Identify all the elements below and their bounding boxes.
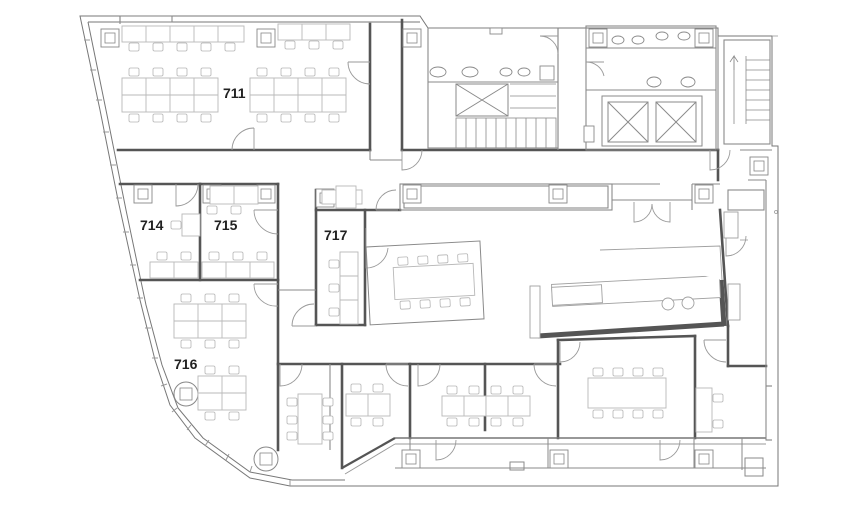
room-label-717: 717 (324, 227, 348, 243)
room-716-furniture (173, 293, 247, 421)
elevator-shafts (455, 83, 703, 147)
room-717-furniture (321, 185, 363, 325)
stairs (455, 54, 770, 149)
room-label-711: 711 (223, 85, 246, 101)
door-swings (175, 35, 747, 461)
room-label-716: 716 (174, 356, 198, 372)
thin-walls (119, 15, 772, 450)
room-711-furniture (121, 23, 351, 123)
facade-mullions (84, 39, 291, 486)
curtain-wall-south (341, 437, 396, 469)
south-offices-furniture (286, 367, 724, 445)
east-details (740, 35, 778, 241)
feature-wall (537, 321, 725, 339)
restroom-fixtures (429, 27, 696, 143)
room-714-715-furniture (149, 185, 275, 279)
meeting-room-furniture (365, 240, 485, 326)
room-label-715: 715 (214, 217, 238, 233)
room-label-714: 714 (140, 217, 164, 233)
cafe-counter (529, 211, 741, 339)
walls (116, 18, 768, 470)
feature-wall-vertical (718, 279, 727, 327)
